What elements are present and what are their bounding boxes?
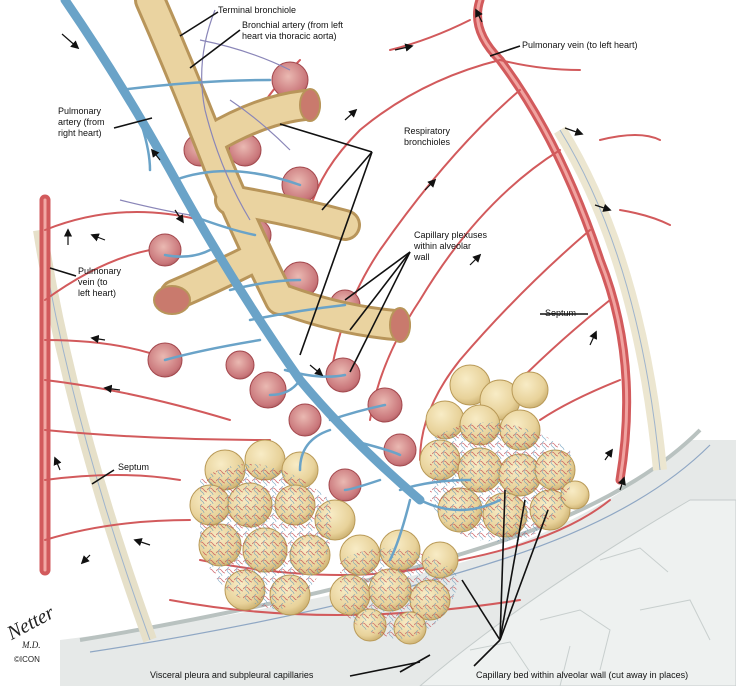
- label-terminal-bronchiole: Terminal bronchiole: [218, 5, 297, 15]
- leader-lines: [49, 11, 588, 677]
- alveolar-cluster-bottom: [329, 529, 460, 645]
- alveolar-cluster-left: [189, 439, 356, 616]
- bronchiole-openings: [153, 88, 411, 343]
- label-visceral-pleura: Visceral pleura and subpleural capillari…: [150, 670, 314, 680]
- label-capillary-plexuses-2: within alveolar: [414, 241, 472, 251]
- label-capillary-plexuses-1: Capillary plexuses: [414, 230, 488, 240]
- flow-arrows: [53, 8, 626, 565]
- bronchiole-tree: [134, 0, 411, 341]
- signature-suffix: M.D.: [22, 640, 41, 650]
- label-pulmonary-vein-left-2: vein (to: [78, 277, 108, 287]
- label-septum-right: Septum: [545, 308, 577, 318]
- label-septum-left: Septum: [118, 462, 150, 472]
- bronchial-artery: [119, 9, 291, 221]
- label-pulmonary-artery-2: artery (from: [58, 117, 105, 127]
- label-pulmonary-artery-1: Pulmonary: [58, 106, 102, 116]
- label-capillary-bed: Capillary bed within alveolar wall (cut …: [476, 670, 689, 680]
- label-respiratory-bronchioles-1: Respiratory: [404, 126, 451, 136]
- label-pulmonary-vein-left-1: Pulmonary: [78, 266, 122, 276]
- pulmonary-artery-tree: [60, 0, 502, 562]
- label-bronchial-artery-1: Bronchial artery (from left: [242, 20, 344, 30]
- label-respiratory-bronchioles-2: bronchioles: [404, 137, 451, 147]
- label-pulmonary-vein-left-3: left heart): [78, 288, 117, 298]
- label-bronchial-artery-2: heart via thoracic aorta): [242, 31, 337, 41]
- label-pulmonary-artery-3: right heart): [58, 128, 102, 138]
- label-pulmonary-vein-top: Pulmonary vein (to left heart): [522, 40, 638, 50]
- label-capillary-plexuses-3: wall: [414, 252, 430, 262]
- copyright-mark: ©ICON: [14, 655, 40, 664]
